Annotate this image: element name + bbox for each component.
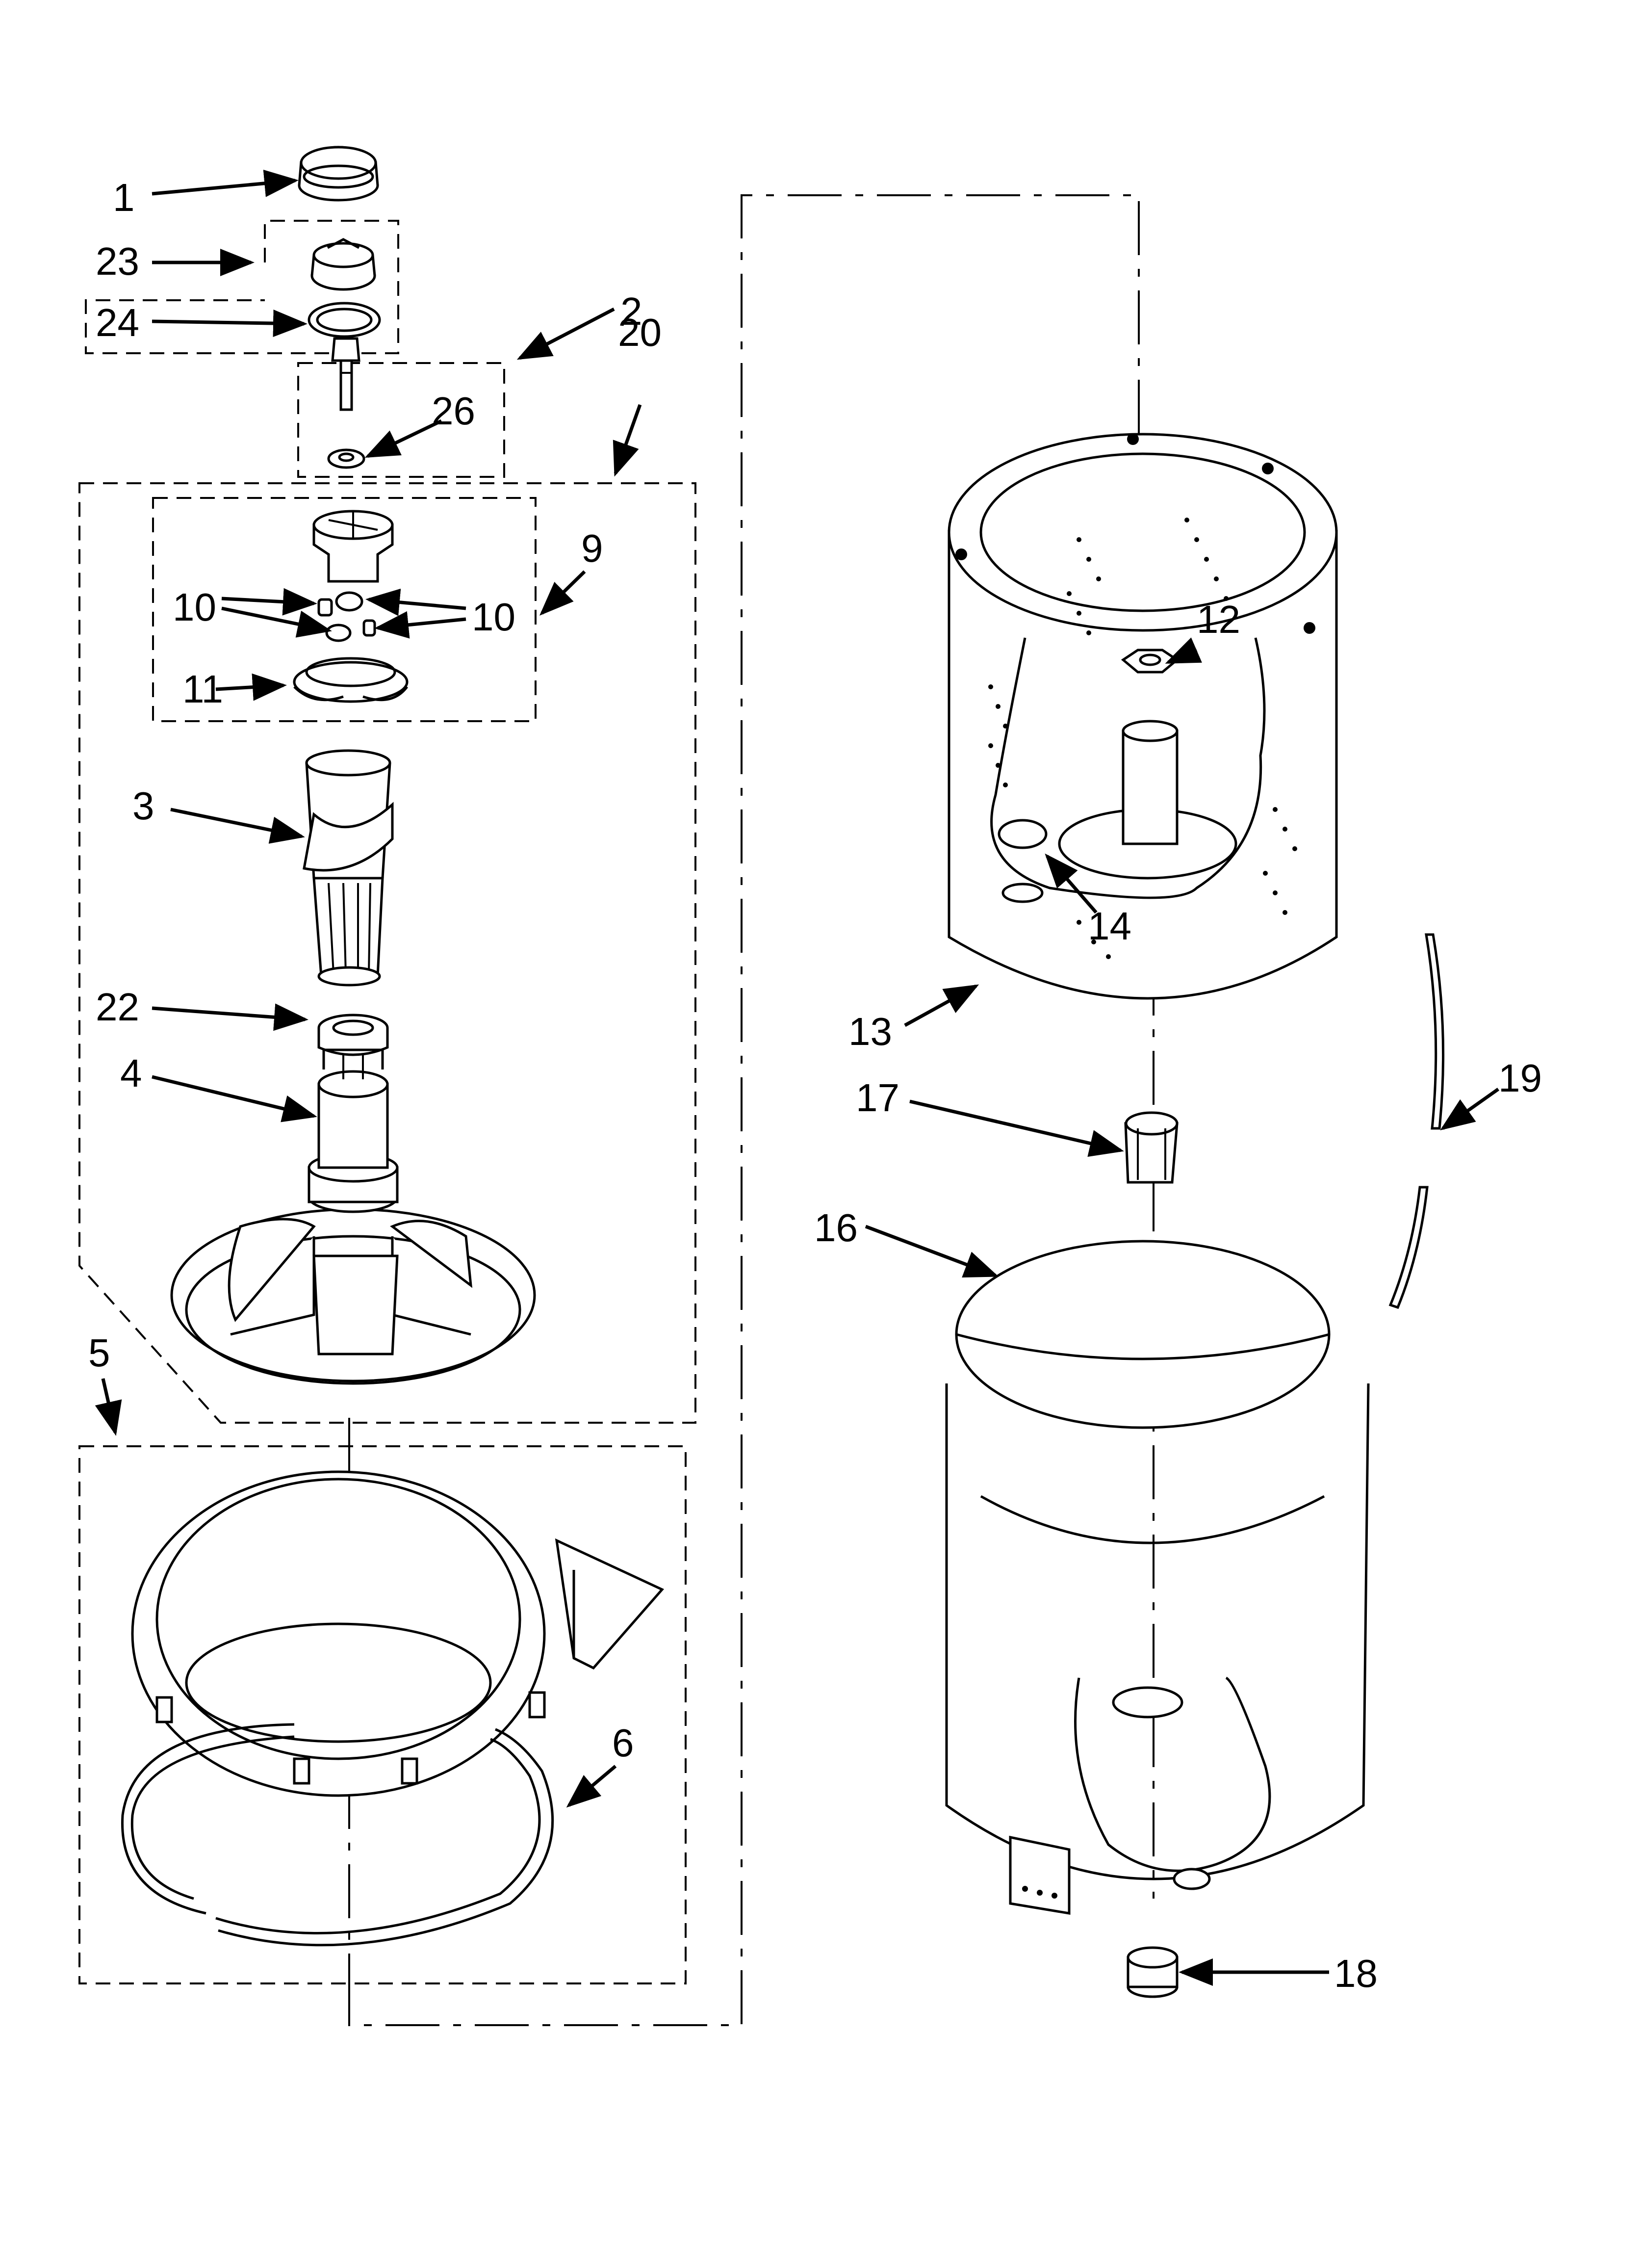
callout-13: 13 xyxy=(848,1010,892,1053)
callout-17: 17 xyxy=(856,1076,899,1120)
part-13-basket xyxy=(948,433,1338,1000)
part-5-tub-ring xyxy=(131,1470,665,1797)
part-16-outer-tub xyxy=(945,1240,1370,1915)
callout-11: 11 xyxy=(182,667,223,711)
part-26-washer xyxy=(327,448,365,469)
part-17-drive-block xyxy=(1124,1111,1179,1184)
callout-10-right: 10 xyxy=(472,595,515,639)
callout-10-left: 10 xyxy=(173,585,216,629)
callout-18: 18 xyxy=(1334,1952,1378,1995)
part-23-insert xyxy=(310,238,376,291)
part-6-snap-ring xyxy=(121,1723,554,1947)
callout-23: 23 xyxy=(96,239,139,283)
callout-9: 9 xyxy=(581,526,603,570)
callout-20: 20 xyxy=(618,311,662,354)
part-19-hose xyxy=(1388,933,1445,1309)
callout-19: 19 xyxy=(1498,1056,1542,1100)
callout-6: 6 xyxy=(612,1721,634,1765)
part-4-agitator-base xyxy=(170,1048,536,1385)
part-18-bearing xyxy=(1127,1946,1179,1998)
callout-labels: 1 23 24 2 26 20 9 10 10 11 3 22 4 5 6 12… xyxy=(88,176,1542,1995)
callout-arrows xyxy=(95,169,1500,1986)
callout-26: 26 xyxy=(432,389,475,433)
callout-16: 16 xyxy=(814,1206,858,1250)
callout-1: 1 xyxy=(113,176,135,219)
part-1-cap xyxy=(298,146,379,202)
part-22-ring xyxy=(317,1014,389,1056)
callout-12: 12 xyxy=(1197,598,1240,641)
part-9-dogs-assembly xyxy=(293,510,409,703)
group-outlines xyxy=(78,220,696,1984)
callout-5: 5 xyxy=(88,1331,110,1375)
callout-3: 3 xyxy=(132,784,154,828)
part-24-ring xyxy=(308,302,381,338)
callout-24: 24 xyxy=(96,301,139,344)
callout-4: 4 xyxy=(120,1051,142,1095)
callout-14: 14 xyxy=(1088,904,1131,948)
callout-22: 22 xyxy=(96,985,139,1029)
part-3-auger xyxy=(303,749,394,987)
callout-2: 2 xyxy=(620,289,642,333)
part-2-bolt xyxy=(331,337,360,411)
